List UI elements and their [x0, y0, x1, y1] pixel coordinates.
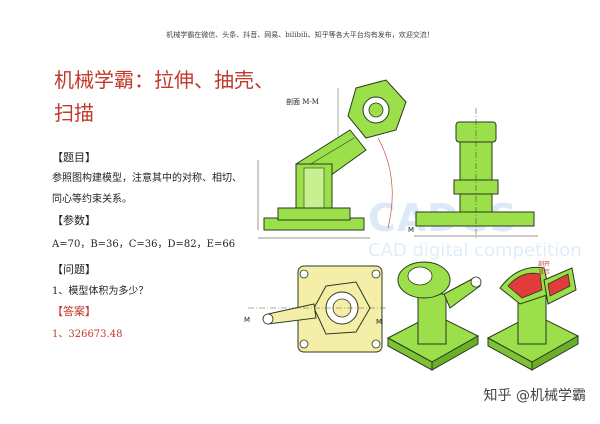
- page-title-line1: 机械学霸：拉伸、抽壳、: [54, 68, 274, 92]
- problem-text-1: 参照图构建模型，注意其中的对称、相切、: [52, 173, 242, 184]
- cut-label-1: 剖开: [538, 260, 550, 268]
- problem-text-2: 同心等约束关系。: [52, 194, 132, 205]
- m-label-right: M: [408, 226, 414, 234]
- top-view: M M: [244, 265, 388, 353]
- m-label-left: M: [244, 316, 250, 324]
- watermark: 知乎 @机械学霸: [483, 388, 586, 404]
- answer-heading: 【答案】: [52, 305, 96, 318]
- header-note: 机械学霸在微信、头条、抖音、网易、bilibili、知乎等各大平台均有发布，欢迎…: [166, 31, 434, 39]
- answer-text: 1、326673.48: [52, 329, 123, 340]
- question-text: 1、模型体积为多少？: [52, 286, 149, 297]
- section-label: 剖面 M-M: [286, 97, 319, 106]
- front-view: M: [408, 108, 538, 238]
- engineering-drawing: 剖面 M-M M M: [244, 79, 580, 371]
- params-text: A=70，B=36，C=36，D=82，E=66: [52, 239, 236, 250]
- background-logo-subtext: CAD digital competition: [368, 240, 582, 261]
- params-heading: 【参数】: [52, 214, 96, 227]
- problem-heading: 【题目】: [52, 151, 96, 164]
- m-label-top-view: M: [376, 318, 382, 326]
- section-view: 剖面 M-M: [257, 79, 407, 239]
- cut-label-2: 显示: [538, 269, 550, 276]
- question-heading: 【问题】: [52, 263, 96, 276]
- isometric-view: [386, 261, 482, 371]
- page-title-line2: 扫描: [54, 101, 94, 125]
- cutaway-view: 剖开 显示: [486, 260, 580, 371]
